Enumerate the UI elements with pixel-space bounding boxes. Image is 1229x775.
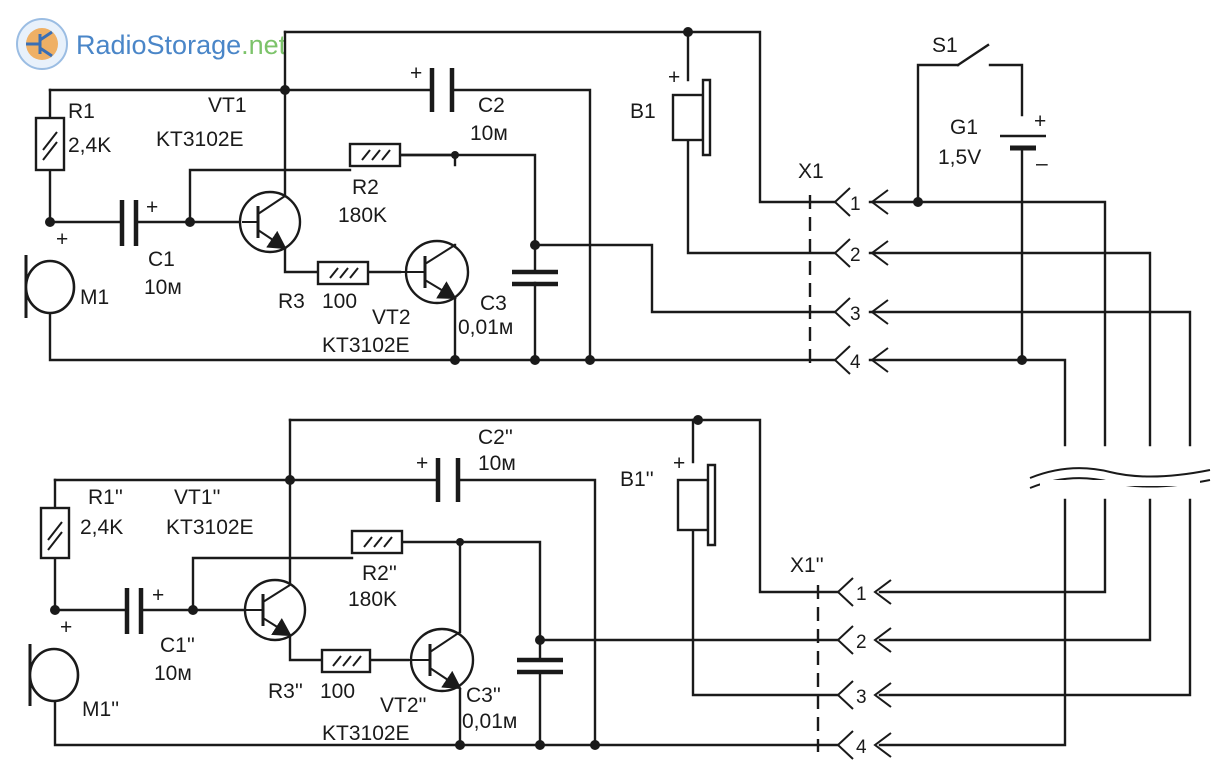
bottom-m1-plus: +	[60, 616, 72, 639]
top-r2	[348, 142, 402, 168]
bottom-r1-ref: R1''	[88, 486, 123, 509]
bottom-r2-ref: R2''	[362, 562, 397, 585]
top-b1-earphone	[671, 78, 712, 157]
top-c3-ref: C3	[480, 292, 507, 315]
bottom-r3-ref: R3''	[268, 680, 303, 703]
bottom-m1-microphone	[28, 644, 80, 706]
top-g1-value: 1,5V	[938, 146, 981, 169]
top-c3	[512, 269, 558, 287]
top-s1-ref: S1	[932, 34, 958, 57]
bottom-circuit: R1'' 2,4K VT1'' KT3102E + C2'' 10м R2'' …	[28, 415, 1192, 760]
top-m1-ref: M1	[80, 286, 109, 309]
bottom-vt2-ref: VT2''	[380, 694, 427, 717]
top-g1-ref: G1	[950, 116, 978, 139]
bottom-x1-pin1: 1	[856, 584, 867, 605]
top-b1-plus: +	[668, 66, 680, 89]
bottom-c3-ref: C3''	[466, 684, 501, 707]
bottom-b1-earphone	[676, 463, 717, 547]
top-c2	[429, 68, 455, 112]
bottom-m1-ref: M1''	[82, 698, 119, 721]
top-m1-plus: +	[56, 228, 68, 251]
top-vt2-type: KT3102E	[322, 334, 410, 357]
bottom-c2-plus: +	[416, 452, 428, 475]
top-circuit: R1 2,4K VT1 KT3102E + C2 10м R2 180K + C…	[24, 27, 1192, 447]
top-b1-ref: B1	[630, 100, 656, 123]
bottom-r2	[350, 529, 404, 555]
top-x1-pin4: 4	[850, 352, 861, 373]
bottom-x1-pin3: 3	[856, 687, 867, 708]
bottom-b1-plus: +	[673, 452, 685, 475]
logo-name: RadioStorage	[76, 30, 241, 60]
top-r3-ref: R3	[278, 290, 305, 313]
top-x1-pin1: 1	[850, 194, 861, 215]
top-r3	[316, 260, 370, 286]
bottom-c3-value: 0,01м	[462, 710, 517, 733]
bottom-r1-value: 2,4K	[80, 516, 123, 539]
bottom-r1	[39, 506, 71, 560]
watermark-logo: RadioStorage.net	[16, 18, 287, 70]
top-c3-value: 0,01м	[458, 316, 513, 339]
bottom-r3	[320, 648, 372, 674]
logo-domain: .net	[241, 30, 287, 60]
bottom-vt2-type: KT3102E	[322, 722, 410, 745]
top-c1	[119, 200, 139, 246]
bottom-c3	[517, 657, 563, 675]
top-r2-ref: R2	[352, 176, 379, 199]
bottom-x1-pin4: 4	[856, 737, 867, 758]
top-vt2-transistor	[400, 239, 470, 305]
bottom-c1-plus: +	[152, 584, 164, 607]
top-g1-battery	[1000, 134, 1046, 151]
bottom-c2	[435, 458, 461, 502]
top-c2-plus: +	[410, 62, 422, 85]
top-r1-ref: R1	[68, 100, 95, 123]
bottom-vt1-type: KT3102E	[166, 516, 254, 539]
top-s1-switch	[956, 43, 990, 67]
top-junctions	[45, 27, 1027, 365]
bottom-vt2-transistor	[408, 627, 475, 693]
bottom-c1-ref: C1''	[160, 634, 195, 657]
bottom-c2-value: 10м	[478, 452, 516, 475]
bottom-x1-pin2: 2	[856, 632, 867, 653]
top-c1-plus: +	[146, 196, 158, 219]
top-c2-ref: C2	[478, 94, 505, 117]
bottom-x1-ref: X1''	[790, 554, 824, 577]
top-x1-pin3: 3	[850, 304, 861, 325]
top-vt1-transistor	[238, 190, 302, 254]
bottom-x1-connector	[836, 577, 892, 760]
logo-icon	[16, 18, 68, 70]
bottom-c1	[124, 588, 144, 634]
bottom-c1-value: 10м	[154, 662, 192, 685]
top-vt1-ref: VT1	[208, 94, 247, 117]
top-vt1-type: KT3102E	[156, 128, 244, 151]
bottom-junctions	[50, 415, 703, 750]
bottom-r3-value: 100	[320, 680, 355, 703]
bottom-b1-ref: B1''	[620, 468, 654, 491]
top-c2-value: 10м	[470, 122, 508, 145]
svg-text:RadioStorage.net: RadioStorage.net	[76, 30, 287, 60]
top-g1-minus: –	[1036, 152, 1048, 175]
top-r2-value: 180K	[338, 204, 387, 227]
top-vt2-ref: VT2	[372, 306, 411, 329]
top-m1-microphone	[24, 255, 76, 318]
top-x1-ref: X1	[798, 160, 824, 183]
top-x1-pin2: 2	[850, 245, 861, 266]
bottom-vt1-ref: VT1''	[174, 486, 221, 509]
top-g1-plus: +	[1034, 110, 1046, 133]
top-r1	[34, 116, 66, 172]
bottom-vt1-transistor	[243, 578, 307, 642]
top-x1-connector	[833, 187, 889, 375]
cable-break	[1029, 467, 1211, 489]
top-r1-value: 2,4K	[68, 134, 111, 157]
top-c1-value: 10м	[144, 276, 182, 299]
top-c1-ref: C1	[148, 248, 175, 271]
bottom-r2-value: 180K	[348, 588, 397, 611]
top-r3-value: 100	[322, 290, 357, 313]
bottom-c2-ref: C2''	[478, 426, 513, 449]
